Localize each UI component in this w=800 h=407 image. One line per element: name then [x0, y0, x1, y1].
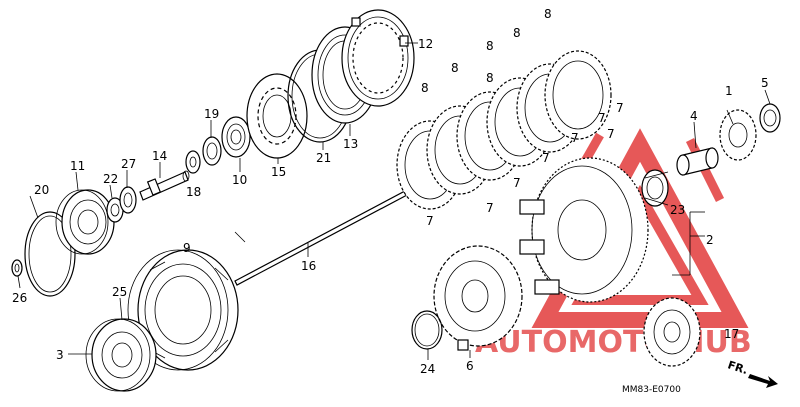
part-11-plate: [55, 189, 115, 255]
label-part-1: 1: [725, 84, 733, 98]
label-part-11: 11: [70, 159, 85, 173]
part-15-spring-plate: [246, 73, 308, 159]
label-part-12: 12: [418, 37, 433, 51]
part-12-outer-plate: [341, 9, 415, 107]
label-part-7c: 7: [513, 176, 521, 190]
part-20-snap-ring: [24, 211, 76, 297]
label-part-7a: 7: [426, 214, 434, 228]
part-26-ring: [11, 259, 23, 277]
diagram-code: MM83-E0700: [622, 385, 681, 395]
part-2-clutch-outer: [519, 157, 649, 303]
part-23-needle-bearing: [641, 169, 669, 207]
part-4-collar: [676, 147, 719, 176]
direction-label: FR.: [726, 358, 749, 377]
arrow-icon: [748, 374, 778, 388]
part-10-bearing: [221, 116, 251, 158]
part-5-bearing: [759, 103, 781, 133]
label-part-7d: 7: [542, 151, 550, 165]
label-part-8f: 8: [486, 71, 494, 85]
label-part-17: 17: [724, 327, 739, 341]
label-part-8c: 8: [486, 39, 494, 53]
direction-indicator: FR.: [726, 358, 778, 388]
part-14-shaft: [139, 170, 190, 201]
label-part-19: 19: [204, 107, 219, 121]
label-part-8e: 8: [544, 7, 552, 21]
label-part-7g: 7: [607, 127, 615, 141]
label-part-4: 4: [690, 109, 698, 123]
label-part-8b: 8: [451, 61, 459, 75]
label-part-3: 3: [56, 348, 64, 362]
label-part-16: 16: [301, 259, 316, 273]
label-part-23: 23: [670, 203, 685, 217]
label-part-9: 9: [183, 241, 191, 255]
part-labels: 1 2 3 4 5 6 7 7 7 7 7 7 7 7 8 8 8 8 8 8 …: [12, 7, 769, 376]
part-24-o-ring: [411, 310, 443, 350]
clutch-plate-stack: [396, 50, 612, 210]
label-part-18: 18: [186, 185, 201, 199]
label-part-6: 6: [466, 359, 474, 373]
label-part-7h: 7: [616, 101, 624, 115]
label-part-21: 21: [316, 151, 331, 165]
label-part-26: 26: [12, 291, 27, 305]
label-part-10: 10: [232, 173, 247, 187]
label-part-14: 14: [152, 149, 167, 163]
label-part-13: 13: [343, 137, 358, 151]
part-9-clutch-center: [127, 249, 239, 371]
label-part-8a: 8: [421, 81, 429, 95]
label-part-2: 2: [706, 233, 714, 247]
label-part-5: 5: [761, 76, 769, 90]
label-part-22: 22: [103, 172, 118, 186]
label-part-7f: 7: [598, 111, 606, 125]
label-part-15: 15: [271, 165, 286, 179]
part-6-clutch-hub: [433, 245, 523, 351]
label-part-25: 25: [112, 285, 127, 299]
label-part-20: 20: [34, 183, 49, 197]
label-part-8d: 8: [513, 26, 521, 40]
leader-lines: [17, 42, 771, 360]
label-part-7b: 7: [486, 201, 494, 215]
part-17-gear: [643, 297, 701, 367]
part-27-bearing: [119, 186, 137, 214]
label-part-7e: 7: [571, 131, 579, 145]
part-19-ring: [202, 136, 222, 166]
label-part-24: 24: [420, 362, 435, 376]
watermark-text: AUTOMOTO HUB: [475, 325, 752, 360]
part-16-push-rod: [234, 190, 408, 286]
part-18-bearing: [185, 150, 201, 174]
part-3-pressure-plate: [85, 318, 157, 392]
part-1-sprocket: [719, 109, 757, 161]
label-part-27: 27: [121, 157, 136, 171]
